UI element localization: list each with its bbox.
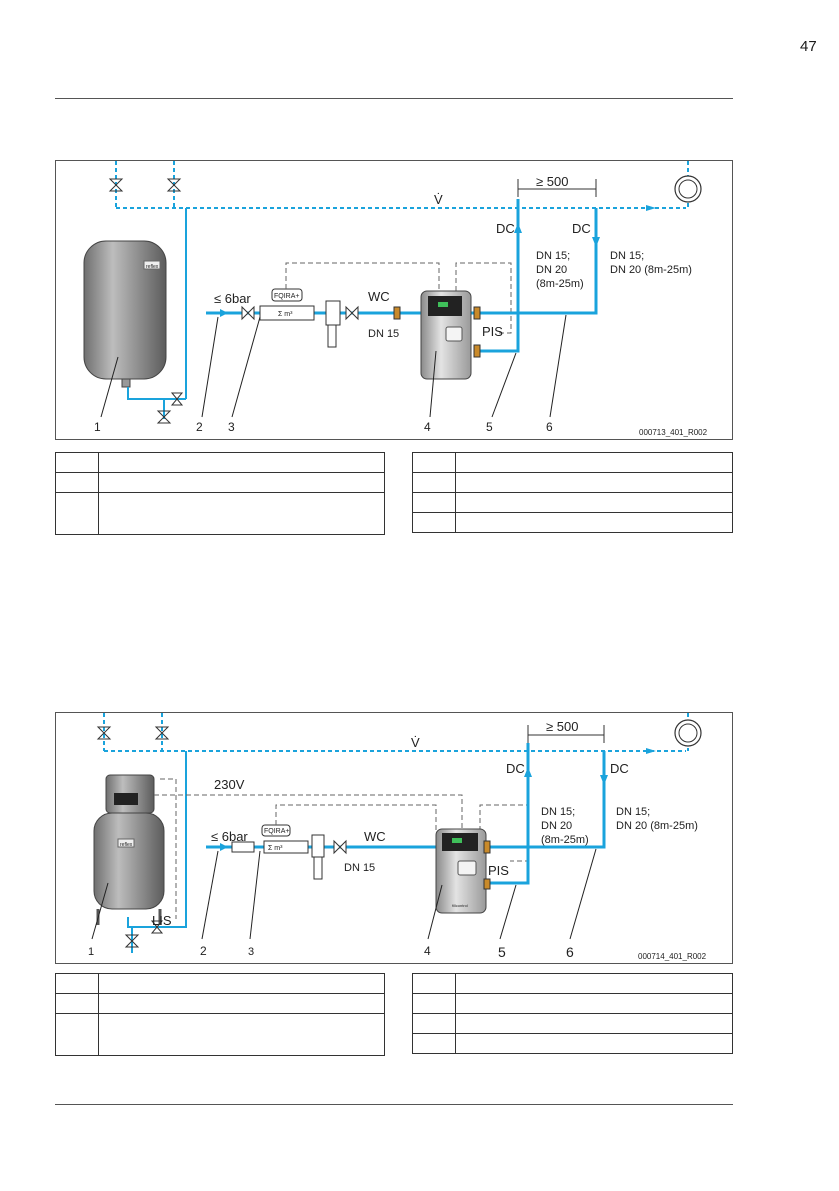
callout-3: 3 (248, 946, 254, 958)
figure-code: 000714_401_R002 (638, 952, 707, 961)
meter-label: FQIRA+ (274, 293, 299, 300)
dn-supply-label: DN 15 (368, 328, 399, 340)
vessel-logo: reflex (120, 842, 133, 848)
valve-icon (156, 392, 184, 424)
dc-right-label: DC (572, 221, 591, 236)
expansion-vessel: reflex (83, 240, 167, 388)
wc-label: WC (364, 829, 386, 844)
pressure-reducer (231, 841, 255, 853)
arrow-icon (514, 223, 522, 233)
fill-unit (420, 290, 472, 380)
meter-label: FQIRA+ (264, 828, 289, 835)
filter (311, 834, 325, 858)
dn-left-3: (8m-25m) (536, 278, 584, 290)
meter-tag (271, 288, 303, 302)
legend-table-2-right (412, 973, 733, 1054)
figure-1: V̇ reflex ≤ 6bar FQIRA+ Σ m³ WC DN 15 PI… (55, 160, 733, 440)
arrow-icon (524, 767, 532, 777)
voltage-label: 230V (214, 777, 245, 792)
meter-unit: Σ m³ (278, 311, 293, 318)
lis-label: LIS (152, 913, 172, 928)
dn-supply-label: DN 15 (344, 862, 375, 874)
filter (325, 300, 341, 326)
callout-4: 4 (424, 944, 431, 958)
dc-outlet-line (474, 199, 520, 353)
dn-right-2: DN 20 (8m-25m) (610, 264, 692, 276)
dc-left-label: DC (506, 761, 525, 776)
distance-label: ≥ 500 (536, 174, 568, 189)
dn-left-1: DN 15; (536, 250, 570, 262)
valve-icon (333, 839, 347, 855)
dc-return-line (486, 751, 606, 849)
legend-table-1-right (412, 452, 733, 533)
callout-4: 4 (424, 420, 431, 434)
arrow-icon (646, 205, 656, 211)
dn-left-1: DN 15; (541, 806, 575, 818)
water-meter (263, 840, 309, 854)
fill-unit: fillcontrol (435, 828, 487, 914)
unit-label: fillcontrol (452, 903, 468, 908)
arrow-icon (600, 775, 608, 785)
dc-left-label: DC (496, 221, 515, 236)
dn-left-2: DN 20 (541, 820, 572, 832)
header-rule (55, 98, 733, 99)
pis-label: PIS (482, 324, 503, 339)
filter-cartridge (327, 324, 337, 348)
valve-icon (96, 726, 170, 740)
page-number: 47 (800, 38, 817, 55)
vessel-logo: reflex (146, 264, 159, 270)
callout-5: 5 (486, 420, 493, 434)
arrow-icon (220, 309, 228, 317)
callout-6: 6 (566, 944, 574, 960)
callout-5: 5 (498, 944, 506, 960)
valve-icon (108, 178, 182, 192)
distance-label: ≥ 500 (546, 719, 578, 734)
pressure-label: ≤ 6bar (211, 829, 248, 844)
dn-left-3: (8m-25m) (541, 834, 589, 846)
filter-cartridge (313, 856, 323, 880)
callout-1: 1 (88, 946, 94, 958)
flow-symbol: V̇ (411, 735, 420, 750)
dn-right-2: DN 20 (8m-25m) (616, 820, 698, 832)
callout-6: 6 (546, 420, 553, 434)
pis-label: PIS (488, 863, 509, 878)
figure-2-diagram: V̇ reflex LIS 230V ≤ 6bar FQIRA+ Σ m³ WC… (88, 713, 707, 961)
arrow-icon (592, 237, 600, 247)
arrow-icon (220, 843, 228, 851)
figure-1-diagram: V̇ reflex ≤ 6bar FQIRA+ Σ m³ WC DN 15 PI… (83, 161, 708, 437)
legend-table-2-left (55, 973, 385, 1056)
valve-icon (124, 920, 164, 948)
dc-outlet-line (486, 743, 530, 885)
figure-2: V̇ reflex LIS 230V ≤ 6bar FQIRA+ Σ m³ WC… (55, 712, 733, 964)
dn-right-1: DN 15; (616, 806, 650, 818)
meter-unit: Σ m³ (268, 845, 283, 852)
callout-3: 3 (228, 420, 235, 434)
arrow-icon (646, 748, 656, 754)
water-meter (259, 305, 315, 321)
figure-code: 000713_401_R002 (639, 428, 708, 437)
valve-icon (241, 305, 255, 321)
callout-2: 2 (200, 944, 207, 958)
pressure-label: ≤ 6bar (214, 291, 251, 306)
callout-2: 2 (196, 420, 203, 434)
footer-rule (55, 1104, 733, 1105)
dn-right-1: DN 15; (610, 250, 644, 262)
flow-symbol: V̇ (434, 192, 443, 207)
dn-left-2: DN 20 (536, 264, 567, 276)
expansion-vessel: reflex (93, 774, 165, 925)
valve-icon (345, 305, 359, 321)
legend-table-1-left (55, 452, 385, 535)
dc-right-label: DC (610, 761, 629, 776)
wc-label: WC (368, 289, 390, 304)
callout-1: 1 (94, 420, 101, 434)
